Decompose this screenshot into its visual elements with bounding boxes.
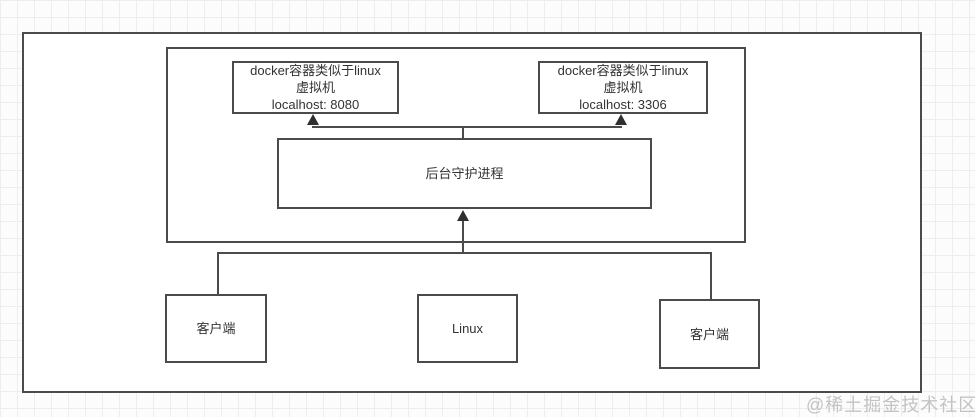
watermark: @稀土掘金技术社区 [806,395,975,415]
node-daemon: 后台守护进程 [277,138,652,209]
docker2-line2: 虚拟机 [603,80,643,95]
docker1-line3: localhost: 8080 [271,97,360,112]
inner-container [166,47,746,243]
docker2-line3: localhost: 3306 [579,97,667,112]
node-client-right: 客户端 [659,299,760,369]
node-client-left: 客户端 [165,294,267,363]
connector-daemon-branch-horizontal [312,126,622,128]
connector-to-daemon-vertical [462,219,464,254]
docker1-line2: 虚拟机 [295,80,335,95]
docker2-line1: docker容器类似于linux [557,63,689,78]
node-docker-container-3306: docker容器类似于linux 虚拟机 localhost: 3306 [538,61,708,114]
linux-label: Linux [451,321,484,336]
connector-client-right-vertical [710,252,712,300]
client-left-label: 客户端 [196,321,236,336]
connector-client-left-vertical [217,252,219,295]
node-docker-container-8080: docker容器类似于linux 虚拟机 localhost: 8080 [232,61,399,114]
arrowhead-to-daemon-icon [457,210,469,221]
node-linux: Linux [417,294,518,363]
client-right-label: 客户端 [689,326,729,342]
docker1-line1: docker容器类似于linux [250,63,381,78]
connector-clients-horizontal [217,252,712,254]
arrowhead-to-docker-3306-icon [615,114,627,125]
arrowhead-to-docker-8080-icon [307,114,319,125]
daemon-label: 后台守护进程 [425,166,504,181]
connector-daemon-branch-stub [462,126,464,139]
